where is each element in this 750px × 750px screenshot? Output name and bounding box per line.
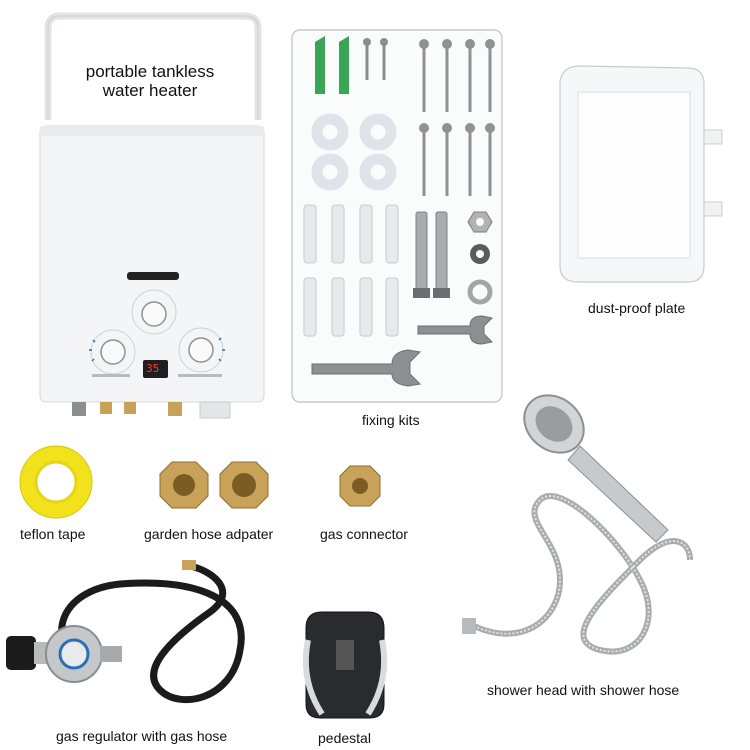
water-adjust-knob <box>188 337 214 363</box>
label-fixing-kits: fixing kits <box>362 412 420 428</box>
wrench-large <box>311 349 422 387</box>
label-teflon-tape: teflon tape <box>20 526 86 542</box>
temperature-display <box>143 360 168 378</box>
top-knob <box>141 301 167 327</box>
label-gas-connector: gas connector <box>320 526 408 542</box>
label-dust-proof-plate: dust-proof plate <box>588 300 686 316</box>
flame-window <box>127 272 179 280</box>
product-title-line1: portable tankless <box>85 62 215 81</box>
wrench-small <box>417 315 494 345</box>
label-shower-head: shower head with shower hose <box>487 682 680 698</box>
product-title: portable tankless water heater <box>60 62 240 100</box>
label-pedestal: pedestal <box>318 730 371 746</box>
display-reading: 35 <box>146 362 160 375</box>
label-garden-hose-adapter: garden hose adpater <box>144 526 274 542</box>
label-gas-regulator: gas regulator with gas hose <box>56 728 228 744</box>
gas-adjust-knob <box>100 339 126 365</box>
product-title-line2: water heater <box>102 81 198 100</box>
